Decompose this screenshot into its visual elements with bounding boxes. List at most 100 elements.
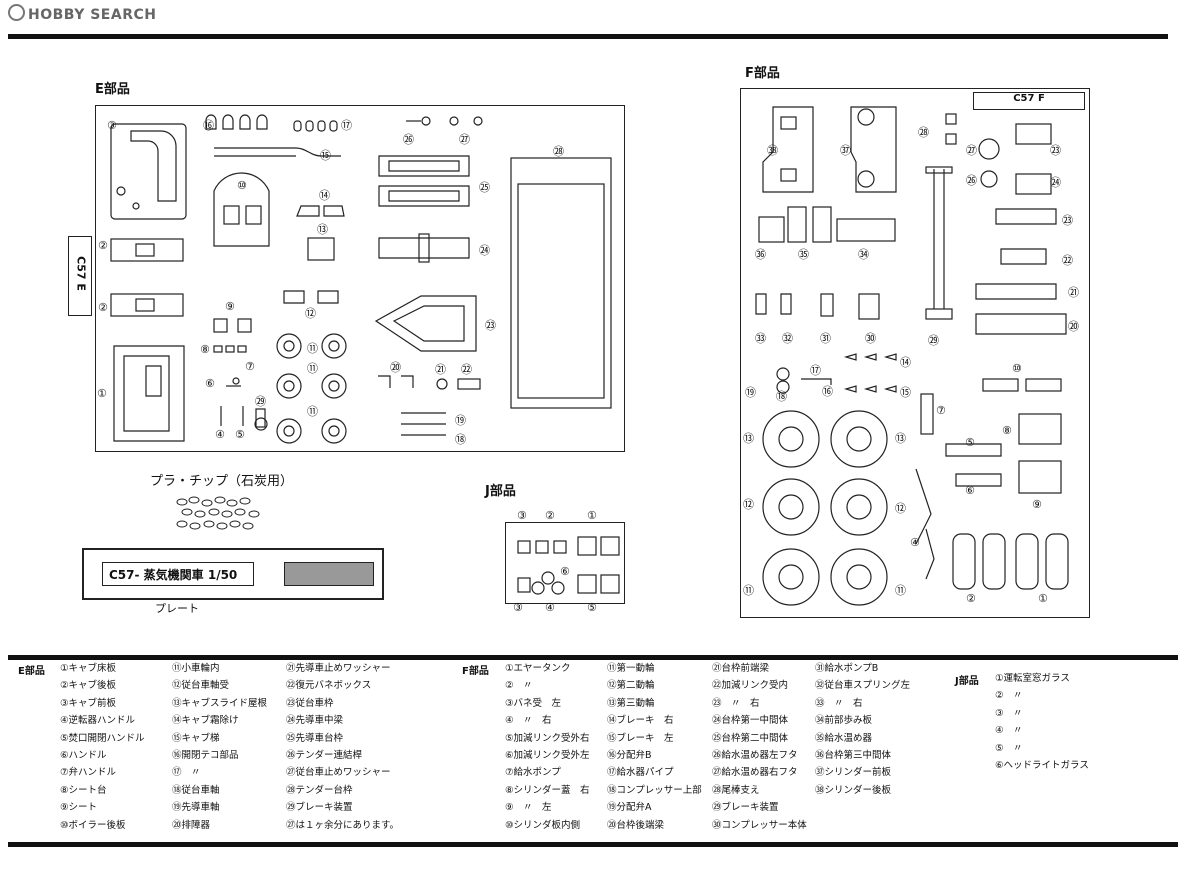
e-num: ⑨ — [225, 300, 235, 313]
j-parts-sprue — [505, 522, 625, 604]
e-num: ㉖ — [403, 133, 414, 146]
e-num: ② — [98, 301, 108, 314]
legend-item: ①キャブ床板 — [60, 663, 117, 674]
j-num: ⑥ — [560, 565, 570, 578]
e-num: ⑧ — [200, 343, 210, 356]
f-num: ㉜ — [782, 332, 793, 345]
legend-item: ㉔先導車中梁 — [286, 715, 344, 727]
f-num: ⑲ — [745, 386, 756, 399]
legend-item: ④ 〃 右 — [505, 715, 552, 727]
legend-item: ㉞前部歩み板 — [815, 715, 873, 727]
e-num: ⑪ — [307, 342, 318, 355]
legend-item: ㉕先導車台枠 — [286, 732, 344, 744]
f-num: ⑬ — [895, 432, 906, 445]
legend-item: ⑲先導車軸 — [172, 802, 220, 814]
legend-item: ㉗従台車止めワッシャー — [286, 767, 391, 779]
legend-item: ⑫第二動輪 — [607, 680, 655, 692]
legend-item: ⑩ボイラー後板 — [60, 819, 126, 831]
e-num: ⑮ — [320, 149, 331, 162]
f-tag-text: C57 F — [1013, 93, 1045, 104]
f-num: ㉘ — [918, 126, 929, 139]
f-num: ㉓ — [1062, 214, 1073, 227]
legend-item: ⑨ 〃 左 — [505, 802, 552, 814]
legend-f-col1: ①エヤータンク ② 〃 ③バネ受 左 ④ 〃 右 ⑤加減リンク受外右 ⑥加減リン… — [505, 660, 590, 834]
legend-item: ㉚コンプレッサー本体 — [712, 819, 807, 831]
legend-item: ⑮ブレーキ 左 — [607, 732, 674, 744]
legend-item: ㊳シリンダー後板 — [815, 784, 892, 796]
legend-item: ㉛給水ポンプB — [815, 663, 879, 674]
legend-item: ⑳排障器 — [172, 819, 211, 831]
coal-chips — [176, 496, 260, 530]
e-num: ⑬ — [317, 223, 328, 236]
legend-item: ㉔台枠第一中間体 — [712, 715, 789, 727]
j-num: ⑤ — [587, 601, 597, 614]
j-parts-drawing — [517, 536, 620, 595]
f-num: ⑫ — [743, 498, 754, 511]
legend-item: ①エヤータンク — [505, 663, 571, 674]
e-num: ⑤ — [235, 428, 245, 441]
j-num: ③ — [517, 509, 527, 522]
f-num: ⑬ — [743, 432, 754, 445]
e-parts-sprue — [95, 105, 625, 452]
logo-ring-icon — [8, 4, 25, 21]
f-num: ㉗ — [966, 144, 977, 157]
legend-note: ㉗は１ヶ余分にあります。 — [286, 819, 400, 831]
f-num: ⑱ — [776, 390, 787, 403]
e-num: ㉕ — [479, 181, 490, 194]
f-num: ⑩ — [1012, 362, 1022, 375]
e-num: ⑪ — [307, 362, 318, 375]
f-num: ㉒ — [1062, 254, 1073, 267]
nameplate-sprue: C57- 蒸気機関車 1/50 — [82, 548, 384, 600]
e-num: ① — [97, 387, 107, 400]
legend-item: ⑰給水器パイプ — [607, 767, 674, 779]
e-num: ⑦ — [245, 360, 255, 373]
e-parts-title: E部品 — [95, 82, 130, 97]
nameplate: C57- 蒸気機関車 1/50 — [102, 562, 254, 586]
legend-item: ⑨シート — [60, 802, 98, 814]
e-number-labels: ③ ② ② ① ⑩ ⑨ ⑧ ⑦ ⑥ ④ ⑤ ⑯ ⑰ ⑮ ⑭ ⑬ ⑫ ⑪ ⑪ ⑪ … — [95, 105, 623, 450]
e-num: ⑥ — [205, 377, 215, 390]
j-num: ① — [587, 509, 597, 522]
legend-top-rule — [8, 655, 1178, 660]
legend-item: ②キャブ後板 — [60, 680, 117, 692]
legend-item: ⑪小車輪内 — [172, 663, 220, 674]
e-num: ⑱ — [455, 433, 466, 446]
j-num: ④ — [545, 601, 555, 614]
legend-item: ㉗給水温め器右フタ — [712, 767, 798, 779]
f-num: ㉞ — [858, 248, 869, 261]
legend-f-col4: ㉛給水ポンプB ㉜従台車スプリング左 ㉝ 〃 右 ㉞前部歩み板 ㉟給水温め器 ㊱… — [815, 660, 910, 799]
legend-item: ⑬第三動輪 — [607, 697, 655, 709]
legend-item: ⑧シート台 — [60, 784, 107, 796]
f-num: ⑤ — [965, 436, 975, 449]
legend-item: ㊲シリンダー前板 — [815, 767, 892, 779]
f-num: ㉔ — [1050, 176, 1061, 189]
legend-item: ⑯開閉テコ部品 — [172, 749, 239, 761]
f-num: ⑭ — [900, 356, 911, 369]
legend-item: ⑱従台車軸 — [172, 784, 220, 796]
legend-item: ⑦給水ポンプ — [505, 767, 561, 779]
legend-bottom-rule — [8, 842, 1178, 847]
f-parts-sprue: C57 F — [740, 88, 1090, 618]
legend-item: ⑭キャブ霜除け — [172, 715, 239, 727]
j-num: ③ — [513, 601, 523, 614]
legend-item: ⑥加減リンク受外左 — [505, 749, 590, 761]
legend-item: ⑱コンプレッサー上部 — [607, 784, 702, 796]
f-num: ⑨ — [1032, 498, 1042, 511]
legend-j-title: J部品 — [955, 676, 979, 687]
f-num: ㉝ — [755, 332, 766, 345]
f-num: ㊱ — [755, 248, 766, 261]
legend-item: ㉘テンダー台枠 — [286, 784, 353, 796]
legend-item: ㉖給水温め器左フタ — [712, 749, 798, 761]
legend-item: ㉕台枠第二中間体 — [712, 732, 789, 744]
e-num: ③ — [107, 119, 117, 132]
legend-item: ㉒復元バネボックス — [286, 680, 372, 692]
f-parts-title: F部品 — [745, 66, 780, 81]
f-num: ㉟ — [798, 248, 809, 261]
f-sprue-tag: C57 F — [973, 92, 1085, 110]
e-num: ⑰ — [341, 119, 352, 132]
j-parts-title: J部品 — [485, 484, 516, 499]
legend-e-col1: ①キャブ床板 ②キャブ後板 ③キャブ前板 ④逆転器ハンドル ⑤焚口開閉ハンドル … — [60, 660, 145, 834]
f-num: ⑦ — [936, 404, 946, 417]
legend-item: ㉘尾棒支え — [712, 784, 760, 796]
j-number-labels: ③ ② ① ⑥ ③ ④ ⑤ — [505, 505, 635, 615]
